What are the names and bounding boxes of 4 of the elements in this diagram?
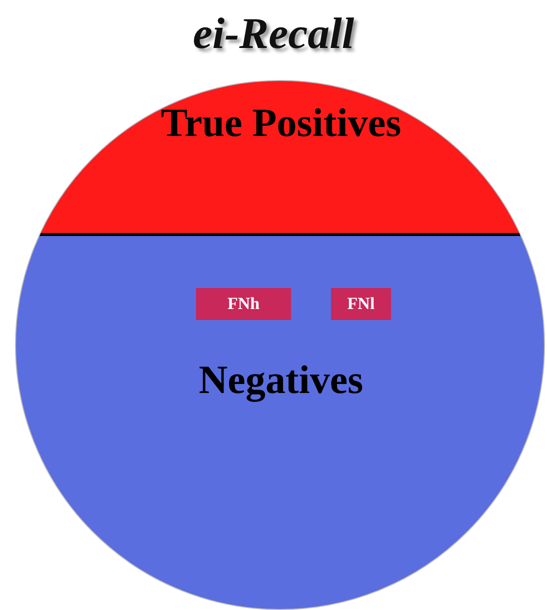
set-label: Negatives: [198, 356, 364, 403]
tag: FNh: [196, 288, 291, 320]
title: ei-Recall: [192, 8, 356, 59]
tag: FNl: [331, 288, 391, 320]
